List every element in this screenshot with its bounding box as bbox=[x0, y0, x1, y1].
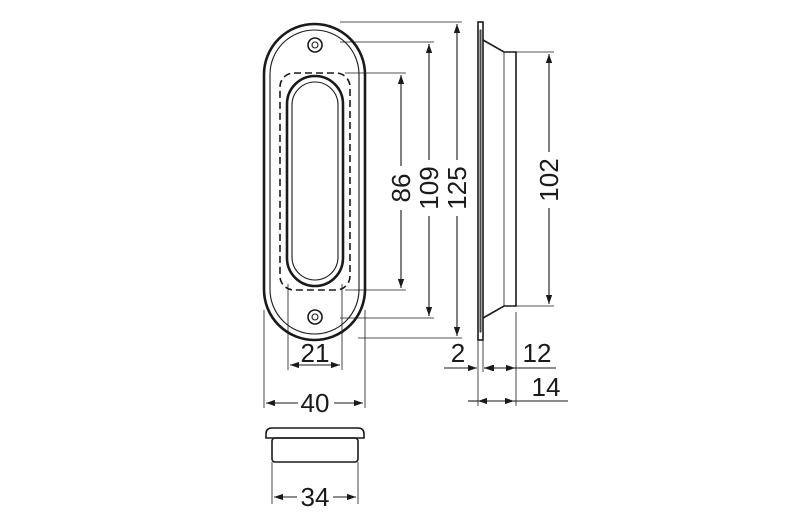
label-102: 102 bbox=[534, 158, 564, 201]
label-12: 12 bbox=[523, 338, 552, 368]
flange-inner-line bbox=[479, 29, 482, 333]
label-2: 2 bbox=[451, 338, 465, 368]
dimension-lines bbox=[266, 24, 568, 501]
screw-hole-bottom bbox=[307, 309, 323, 325]
label-14: 14 bbox=[532, 372, 561, 402]
extension-lines bbox=[263, 21, 554, 504]
screw-hole-bottom-inner bbox=[311, 313, 319, 321]
grip-opening-outer bbox=[285, 74, 345, 288]
hidden-recess-outline bbox=[279, 72, 351, 291]
plate-inner-outline bbox=[269, 29, 360, 335]
label-125: 125 bbox=[442, 166, 472, 209]
flange-profile bbox=[477, 21, 484, 341]
label-40: 40 bbox=[301, 388, 330, 418]
plate-outer-outline bbox=[262, 22, 367, 342]
bottom-view bbox=[265, 427, 365, 463]
bottom-body bbox=[271, 437, 359, 463]
screw-hole-top-inner bbox=[311, 41, 319, 49]
grip-opening-inner bbox=[291, 81, 339, 281]
bottom-flange bbox=[265, 427, 365, 439]
label-34: 34 bbox=[301, 482, 330, 512]
label-109: 109 bbox=[414, 166, 444, 209]
dimension-labels: 125 109 86 102 21 40 34 2 12 14 bbox=[297, 152, 564, 512]
body-profile bbox=[482, 39, 517, 319]
screw-hole-top bbox=[307, 37, 323, 53]
front-view bbox=[262, 22, 367, 342]
label-21: 21 bbox=[301, 338, 330, 368]
side-view bbox=[477, 21, 517, 341]
label-86: 86 bbox=[386, 174, 416, 203]
